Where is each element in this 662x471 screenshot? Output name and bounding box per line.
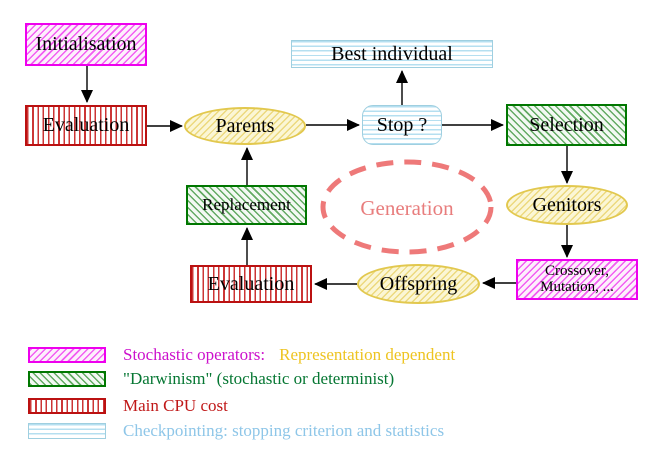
node-genitors: Genitors [506,185,628,225]
node-replacement-label: Replacement [202,195,291,215]
legend-text-darwinism: "Darwinism" (stochastic or determinist) [123,369,395,388]
node-evaluation-top: Evaluation [25,105,147,146]
legend-row-stochastic-operators: Stochastic operators: Representation dep… [123,344,455,366]
legend-swatch-stochastic-operators [28,347,106,363]
node-evaluation-top-label: Evaluation [42,114,130,136]
legend-swatch-darwinism [28,371,106,387]
legend-row-main-cpu-cost: Main CPU cost [123,395,228,417]
node-genitors-label: Genitors [532,193,602,216]
node-evaluation-bottom: Evaluation [190,265,312,303]
legend-text-stochastic-operators: Stochastic operators: [123,345,266,364]
node-evaluation-bottom-label: Evaluation [207,272,295,295]
legend-row-checkpointing: Checkpointing: stopping criterion and st… [123,420,444,442]
node-stop-label: Stop ? [376,113,428,136]
legend-text-representation-dependent: Representation dependent [279,345,456,364]
node-crossover-line2: Mutation, ... [540,278,614,295]
node-parents: Parents [184,107,306,145]
node-crossover-line1: Crossover, [545,262,609,279]
node-best-individual: Best individual [291,40,493,68]
node-stop: Stop ? [362,105,442,145]
legend-text-main-cpu-cost: Main CPU cost [123,396,228,415]
node-selection-label: Selection [529,113,604,136]
node-selection: Selection [506,104,627,146]
node-parents-label: Parents [215,114,275,137]
node-initialisation: Initialisation [25,23,147,66]
legend-text-checkpointing: Checkpointing: stopping criterion and st… [123,421,445,440]
legend-swatch-checkpointing [28,423,106,439]
node-best-individual-label: Best individual [331,42,453,65]
node-crossover-mutation: Crossover, Mutation, ... [516,259,638,300]
node-offspring-label: Offspring [379,272,458,295]
generation-label: Generation [360,196,454,220]
node-initialisation-label: Initialisation [35,33,137,55]
node-offspring: Offspring [357,264,480,304]
legend-swatch-main-cpu-cost [28,398,106,414]
node-replacement: Replacement [186,185,307,225]
legend-row-darwinism: "Darwinism" (stochastic or determinist) [123,368,394,390]
